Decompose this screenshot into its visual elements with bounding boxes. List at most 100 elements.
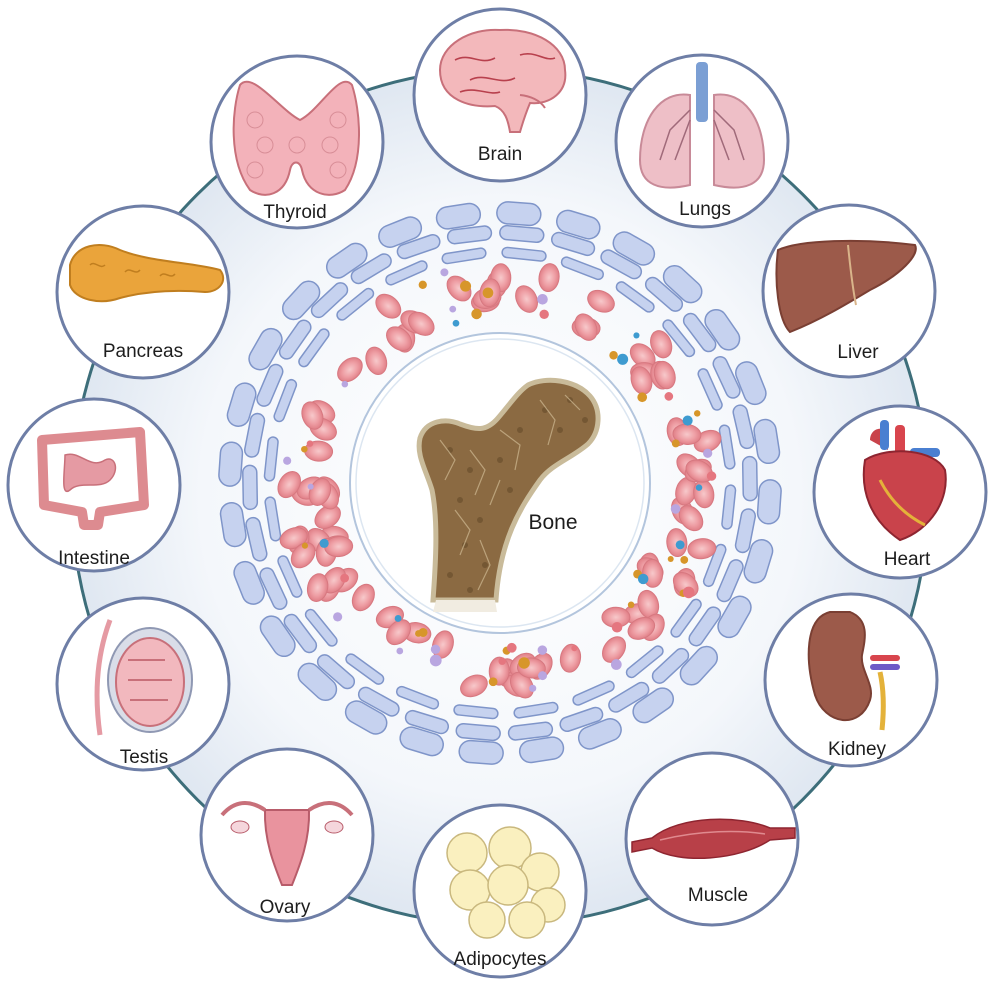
blood-vessel-segment <box>345 653 385 685</box>
blood-vessel-segment <box>704 308 741 351</box>
organ-ring: Brain Lungs Liver <box>6 7 988 979</box>
red-blood-cell <box>375 293 402 319</box>
red-blood-cell <box>386 619 412 646</box>
red-blood-cell <box>559 643 582 673</box>
organ-node-brain[interactable]: Brain <box>412 7 588 183</box>
blood-vessel-segment <box>259 567 288 610</box>
blood-vessel-segment <box>702 543 727 588</box>
marrow-cell <box>706 471 717 481</box>
blood-vessel-segment <box>455 722 501 742</box>
organ-label-testis: Testis <box>120 747 169 768</box>
red-blood-cell <box>314 504 341 530</box>
blood-vessel-segment <box>501 246 547 262</box>
organ-label-pancreas: Pancreas <box>103 341 183 362</box>
ovary-icon <box>220 801 354 886</box>
kidney-icon <box>807 611 900 731</box>
blood-vessel-segment <box>378 216 423 248</box>
organ-label-lungs: Lungs <box>679 199 731 220</box>
blood-vessel-segment <box>446 225 493 245</box>
organ-node-thyroid[interactable]: Thyroid <box>209 54 385 230</box>
marrow-cell <box>482 287 494 299</box>
red-blood-cell <box>365 346 388 376</box>
lungs-icon <box>638 62 766 189</box>
organ-node-muscle[interactable]: Muscle <box>624 751 800 927</box>
marrow-cell <box>429 654 442 667</box>
blood-vessel-segment <box>357 686 400 717</box>
marrow-cell <box>340 573 350 583</box>
muscle-icon <box>631 818 796 860</box>
marrow-cell <box>637 573 649 585</box>
marrow-cell <box>670 504 681 514</box>
marrow-cell <box>680 556 689 564</box>
blood-vessel-segment <box>399 726 444 757</box>
blood-vessel-segment <box>682 312 717 353</box>
blood-vessel-segment <box>651 647 690 684</box>
organ-node-liver[interactable]: Liver <box>761 203 937 379</box>
blood-vessel-segment <box>612 231 656 266</box>
organ-label-heart: Heart <box>884 549 931 570</box>
red-blood-cell <box>277 471 301 499</box>
marrow-cell <box>488 677 498 687</box>
marrow-cell <box>430 644 441 654</box>
marrow-cell <box>449 305 457 313</box>
organ-node-adipocytes[interactable]: Adipocytes <box>412 803 588 979</box>
marrow-cell <box>617 353 629 365</box>
femur-bone-icon <box>416 377 601 612</box>
blood-vessel-segment <box>278 319 312 360</box>
blood-vessel-segment <box>243 412 266 458</box>
marrow-cell <box>664 392 674 401</box>
organ-node-pancreas[interactable]: Pancreas <box>55 204 231 380</box>
blood-vessel-segment <box>732 404 755 450</box>
blood-vessel-segment <box>577 718 622 750</box>
blood-vessel-segment <box>608 681 650 713</box>
blood-vessel-segment <box>753 418 781 465</box>
blood-vessel-segment <box>735 361 767 406</box>
red-blood-cell <box>602 636 627 663</box>
marrow-cell <box>667 556 674 563</box>
organ-node-ovary[interactable]: Ovary <box>199 747 375 923</box>
marrow-cell <box>498 657 506 665</box>
blood-vessel-segment <box>242 464 259 511</box>
red-blood-cell <box>653 360 676 390</box>
marrow-cell <box>471 308 482 320</box>
blood-vessel-segment <box>385 260 428 286</box>
marrow-cell <box>415 630 422 637</box>
red-blood-cell <box>290 542 316 569</box>
organ-node-testis[interactable]: Testis <box>55 596 231 772</box>
organ-label-muscle: Muscle <box>688 885 748 906</box>
blood-vessel-segment <box>297 662 338 702</box>
blood-vessel-segment <box>697 368 723 411</box>
blood-vessel-segment <box>712 356 741 399</box>
blood-vessel-segment <box>559 706 604 733</box>
blood-vessel-segment <box>513 701 559 719</box>
blood-vessel-segment <box>662 264 703 304</box>
blood-vessel-segment <box>743 539 774 584</box>
blood-vessel-segment <box>625 645 664 679</box>
blood-vessel-segment <box>298 328 330 368</box>
marrow-cell <box>695 484 703 491</box>
marrow-cell <box>693 410 701 417</box>
blood-vessel-segment <box>458 739 504 765</box>
blood-vessel-segment <box>662 319 696 358</box>
marrow-cell <box>538 671 548 681</box>
organ-node-heart[interactable]: Heart <box>812 404 988 580</box>
marrow-cell <box>611 621 623 633</box>
bone-label: Bone <box>528 511 577 534</box>
marrow-cell <box>703 448 713 458</box>
blood-vessel-segment <box>600 249 643 280</box>
blood-vessel-segment <box>756 479 782 525</box>
marrow-cell <box>529 684 537 692</box>
blood-vessel-segment <box>350 253 392 285</box>
blood-vessel-segment <box>453 704 499 720</box>
blood-vessel-segment <box>741 455 758 502</box>
pancreas-icon <box>69 244 225 303</box>
liver-icon <box>775 239 917 334</box>
marrow-cell <box>537 293 548 305</box>
organ-node-intestine[interactable]: Intestine <box>6 397 182 573</box>
organ-node-lungs[interactable]: Lungs <box>614 53 790 229</box>
blood-vessel-segment <box>441 247 487 265</box>
blood-vessel-segment <box>688 606 722 647</box>
organ-node-kidney[interactable]: Kidney <box>763 592 939 768</box>
blood-vessel-segment <box>718 424 736 470</box>
